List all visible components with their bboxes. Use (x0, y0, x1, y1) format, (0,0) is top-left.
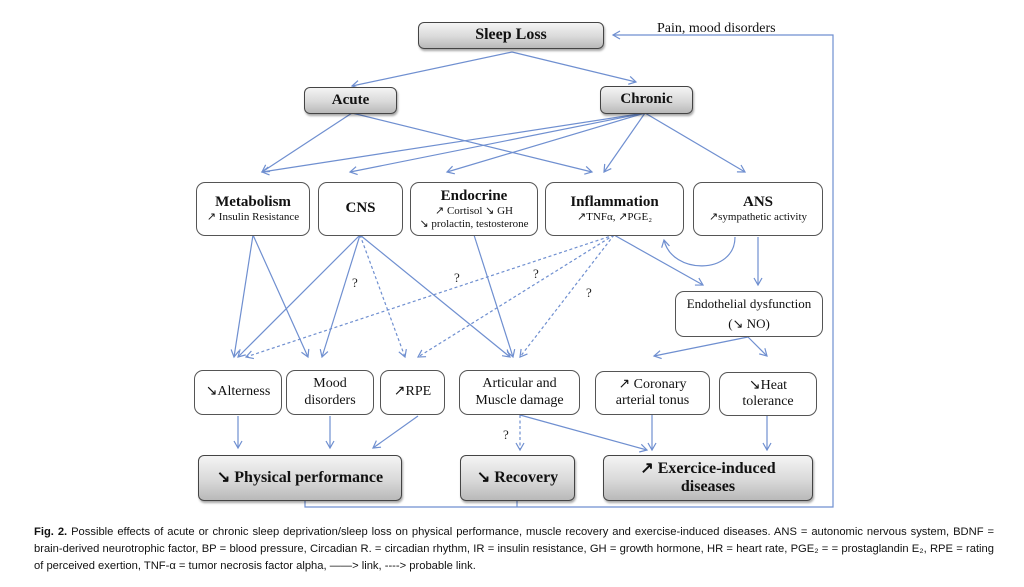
node-alertness: ↘Alterness (194, 370, 282, 415)
node-rpe: ↗RPE (380, 370, 445, 415)
edge-metabolism-mood (252, 234, 310, 359)
edge-cns-alertness (237, 234, 361, 358)
edge-articular-exercise (519, 414, 649, 453)
node-ans-title: ANS (742, 194, 773, 211)
edge-rpe-physical (372, 415, 419, 449)
edge-acute-metabolism (260, 112, 353, 173)
edge-ans-inflammation-loop (661, 236, 736, 267)
node-endocrine-sub2: ↘ prolactin, testosterone (419, 217, 529, 230)
question-mark-cns-rpe: ? (352, 275, 358, 290)
edge-chronic-metabolism (260, 112, 646, 176)
node-exercise-diseases: ↗ Exercice-induced diseases (603, 455, 813, 501)
node-heat-line1: ↘Heat (748, 377, 788, 393)
node-ans-sub: ↗sympathetic activity (708, 211, 808, 224)
node-exercise-line2: diseases (680, 478, 736, 495)
node-endothelial: Endothelial dysfunction (↘ NO) (675, 291, 823, 337)
edge-endothelial-coronary (652, 336, 749, 360)
node-physical-performance: ↘ Physical performance (198, 455, 402, 501)
edge-feedback-loop (304, 30, 834, 508)
edge-sleep-chronic (511, 51, 638, 85)
edge-endocrine-articular (473, 234, 516, 359)
node-inflammation-title: Inflammation (570, 194, 659, 211)
question-mark-inflammation-rpe: ? (533, 266, 539, 281)
edge-chronic-cns (348, 112, 646, 176)
edge-cns-articular (359, 234, 511, 358)
node-coronary-line2: arterial tonus (615, 393, 690, 408)
node-recovery-label: ↘ Recovery (476, 468, 559, 486)
node-endocrine-sub1: ↗ Cortisol ↘ GH (434, 204, 514, 217)
edge-acute-inflammation (351, 112, 594, 175)
question-mark-inflammation-articular: ? (586, 285, 592, 300)
node-coronary-line1: ↗ Coronary (618, 376, 687, 392)
node-endocrine-title: Endocrine (440, 187, 508, 204)
diagram: Sleep Loss Acute Chronic Metabolism ↗ In… (194, 21, 834, 508)
node-ans: ANS ↗sympathetic activity (693, 182, 823, 236)
feedback-label: Pain, mood disorders (657, 21, 776, 36)
node-acute: Acute (304, 87, 397, 114)
caption-label: Fig. 2. (34, 526, 68, 538)
edge-metabolism-alertness (230, 234, 254, 359)
question-mark-inflammation-alertness: ? (454, 270, 460, 285)
node-mood-line1: Mood (313, 376, 347, 392)
node-recovery: ↘ Recovery (460, 455, 575, 501)
connector-layer (230, 30, 834, 508)
node-articular: Articular and Muscle damage (459, 370, 580, 415)
edge-inflammation-endothelial (613, 234, 705, 286)
edge-inflammation-alertness-probable (244, 234, 615, 360)
node-metabolism: Metabolism ↗ Insulin Resistance (196, 182, 310, 236)
node-coronary: ↗ Coronary arterial tonus (595, 371, 710, 415)
node-sleep-loss: Sleep Loss (418, 22, 604, 49)
figure-caption: Fig. 2. Possible effects of acute or chr… (34, 524, 994, 575)
node-sleep-loss-label: Sleep Loss (475, 26, 547, 44)
node-chronic-label: Chronic (620, 91, 673, 108)
edge-endothelial-heat (747, 336, 768, 357)
node-inflammation-sub: ↗TNFα, ↗PGE₂ (576, 211, 653, 224)
edge-inflammation-rpe-probable (416, 234, 615, 358)
node-mood-line2: disorders (304, 392, 356, 408)
edge-inflammation-articular-probable (519, 234, 615, 358)
node-inflammation: Inflammation ↗TNFα, ↗PGE₂ (545, 182, 684, 236)
node-endothelial-line1: Endothelial dysfunction (686, 295, 812, 311)
edge-chronic-inflammation (603, 112, 646, 173)
node-exercise-line1: ↗ Exercice-induced (640, 459, 776, 477)
node-acute-label: Acute (331, 91, 370, 108)
node-heat: ↘Heat tolerance (719, 372, 817, 416)
node-chronic: Chronic (600, 86, 693, 114)
edge-sleep-acute (350, 51, 513, 90)
node-endocrine: Endocrine ↗ Cortisol ↘ GH ↘ prolactin, t… (410, 182, 538, 236)
node-articular-line1: Articular and (482, 376, 557, 392)
node-cns: CNS (318, 182, 403, 236)
node-rpe-label: ↗RPE (393, 384, 432, 400)
node-cns-title: CNS (345, 200, 376, 217)
node-heat-line2: tolerance (742, 394, 794, 409)
caption-text: Possible effects of acute or chronic sle… (34, 526, 995, 572)
edge-chronic-ans (644, 112, 747, 173)
question-mark-articular-recovery: ? (503, 427, 509, 442)
edge-chronic-endocrine (445, 112, 646, 175)
node-articular-line2: Muscle damage (475, 392, 564, 408)
node-endothelial-line2: (↘ NO) (728, 316, 770, 331)
node-alertness-label: ↘Alterness (205, 384, 271, 400)
node-metabolism-sub: ↗ Insulin Resistance (206, 211, 300, 224)
node-physical-label: ↘ Physical performance (216, 468, 384, 486)
node-metabolism-title: Metabolism (215, 194, 291, 211)
edge-cns-mood (319, 234, 361, 359)
node-mood: Mood disorders (286, 370, 374, 415)
